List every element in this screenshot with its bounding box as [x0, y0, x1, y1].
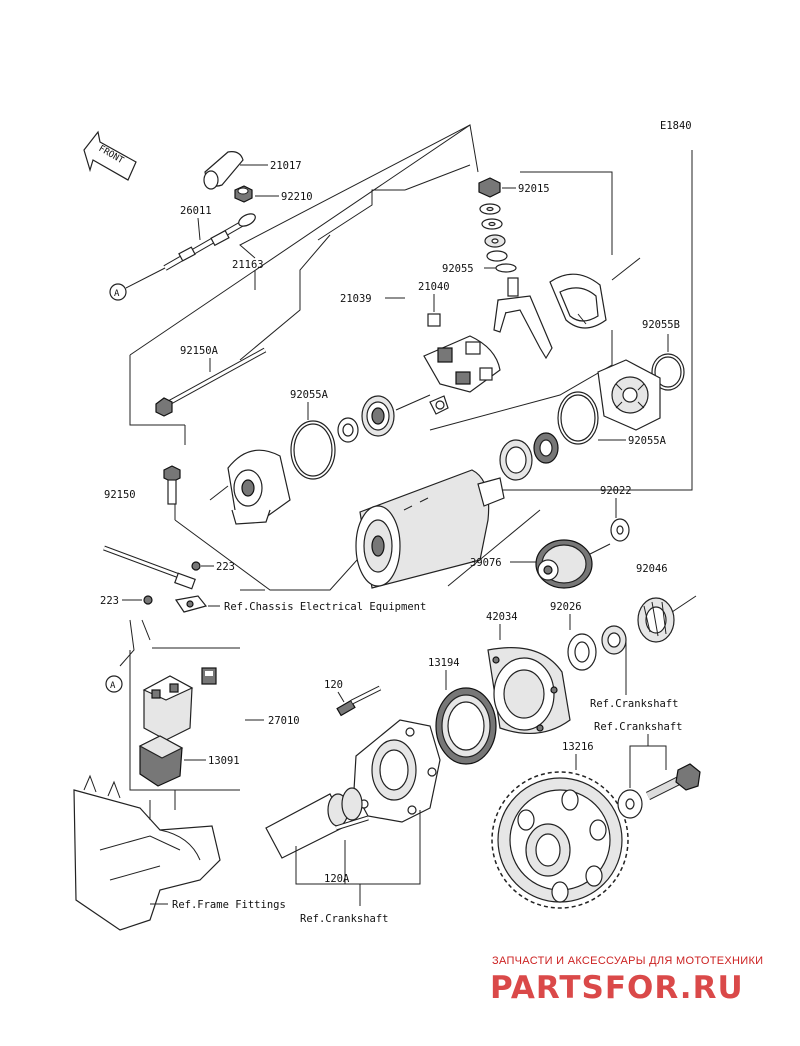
part-223-screw-b — [143, 595, 153, 605]
part-label-223-b: 223 — [100, 595, 119, 607]
part-label-92046: 92046 — [636, 563, 668, 575]
ref-crankshaft-2: Ref.Crankshaft — [594, 721, 683, 733]
part-motor-yoke — [355, 469, 505, 589]
part-13194-one-way-clutch — [435, 687, 497, 765]
part-bearing-lower — [499, 439, 533, 481]
part-label-120: 120 — [324, 679, 343, 691]
marker-a-bottom-label: A — [110, 681, 116, 691]
marker-a-top-label: A — [114, 289, 120, 299]
part-label-13216: 13216 — [562, 741, 594, 753]
part-bearing-upper — [361, 395, 395, 437]
part-label-223-a: 223 — [216, 561, 235, 573]
part-crank-bolt — [645, 763, 701, 801]
part-label-39076: 39076 — [470, 557, 502, 569]
part-26011-cable — [163, 213, 256, 271]
part-label-92055: 92055 — [442, 263, 474, 275]
part-120A-bolt — [335, 815, 369, 831]
part-end-cover — [549, 273, 607, 329]
part-collar — [601, 625, 627, 655]
part-92015-nut-stack — [478, 177, 517, 273]
part-terminal-plate — [174, 595, 208, 613]
part-92046-needle-bearing — [637, 597, 675, 643]
part-label-27010: 27010 — [268, 715, 300, 727]
part-120-bolt — [336, 685, 382, 717]
part-label-92026: 92026 — [550, 601, 582, 613]
part-13091-cover — [138, 735, 184, 787]
part-label-13091: 13091 — [208, 755, 240, 767]
part-label-26011: 26011 — [180, 205, 212, 217]
ref-crankshaft-3: Ref.Crankshaft — [300, 913, 389, 925]
part-92150A-bolt — [155, 347, 267, 417]
part-21040-brush-plate — [423, 313, 501, 415]
part-starter-flange — [353, 719, 441, 823]
part-label-92015: 92015 — [518, 183, 550, 195]
part-label-92055A-right: 92055A — [628, 435, 667, 447]
part-crankshaft-end — [265, 787, 363, 859]
part-oil-seal — [533, 432, 559, 464]
marker-a-bottom — [105, 675, 123, 693]
part-39076-gear — [535, 539, 593, 589]
part-label-21040: 21040 — [418, 281, 450, 293]
part-92210-nut — [234, 185, 253, 203]
part-frame-fitting — [73, 774, 221, 931]
part-label-92210: 92210 — [281, 191, 313, 203]
part-label-21163: 21163 — [232, 259, 264, 271]
part-223-screw-a — [191, 561, 201, 571]
part-label-92022: 92022 — [600, 485, 632, 497]
ref-chassis-electrical: Ref.Chassis Electrical Equipment — [224, 601, 426, 613]
part-42034-clutch-housing — [487, 647, 571, 734]
watermark-tagline: ЗАПЧАСТИ И АКСЕССУАРЫ ДЛЯ МОТОТЕХНИКИ — [492, 955, 763, 967]
ref-crankshaft-1: Ref.Crankshaft — [590, 698, 679, 710]
part-rear-housing — [227, 449, 291, 525]
part-label-21017: 21017 — [270, 160, 302, 172]
ref-frame-fittings: Ref.Frame Fittings — [172, 899, 286, 911]
part-label-120A: 120A — [324, 873, 350, 885]
part-starter-cable-lower — [103, 545, 196, 590]
part-label-42034: 42034 — [486, 611, 518, 623]
part-label-13194: 13194 — [428, 657, 460, 669]
part-label-21039: 21039 — [340, 293, 372, 305]
marker-a-top — [109, 283, 127, 301]
part-13216-starter-gear — [491, 771, 629, 909]
part-label-92150A: 92150A — [180, 345, 219, 357]
front-arrow-icon: FRONT — [83, 130, 137, 181]
watermark-brand: PARTSFOR.RU — [490, 970, 744, 1006]
watermark-logo: ЗАПЧАСТИ И АКСЕССУАРЫ ДЛЯ МОТОТЕХНИКИ PA… — [490, 955, 763, 1006]
part-21017-boot — [203, 151, 244, 190]
part-27010-relay — [142, 675, 194, 741]
part-fuse — [201, 667, 217, 685]
diagram-code: E1840 — [660, 120, 692, 132]
part-brush-bracket — [493, 277, 553, 360]
part-crank-washer — [617, 789, 643, 819]
part-label-92055A-left: 92055A — [290, 389, 329, 401]
part-front-cover-plate — [597, 359, 661, 431]
part-92150-bolt — [163, 465, 181, 505]
part-label-92150: 92150 — [104, 489, 136, 501]
part-label-92055B: 92055B — [642, 319, 680, 331]
